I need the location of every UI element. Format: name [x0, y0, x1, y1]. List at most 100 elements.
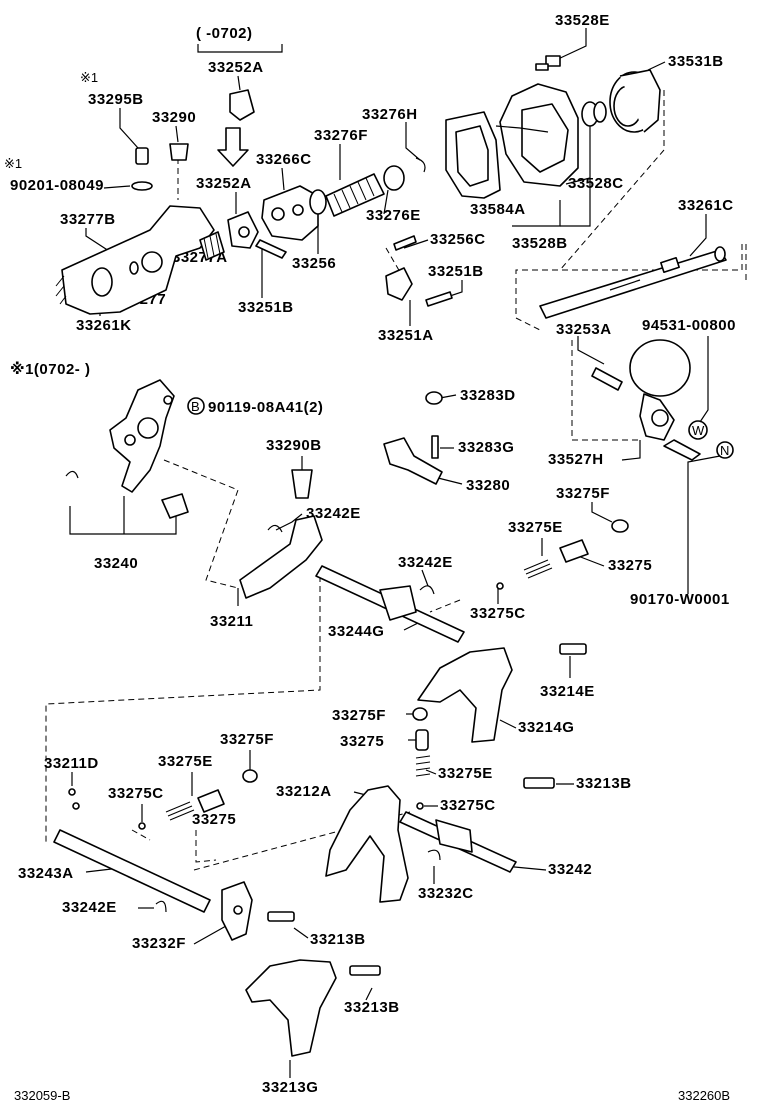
label-33253A: 33253A: [556, 321, 612, 338]
label-90119-08A41: 90119-08A41(2): [208, 399, 323, 416]
bolt-33213B-a: [523, 777, 555, 789]
label-33213B-c: 33213B: [344, 999, 400, 1016]
label-33276E: 33276E: [366, 207, 421, 224]
plug-33275F-a: [611, 519, 629, 533]
label-33290: 33290: [152, 109, 196, 126]
callout-b: B: [187, 397, 205, 415]
spring-33275E-c: [415, 755, 431, 777]
assembly-guides: [45, 90, 747, 871]
label-33213B-b: 33213B: [310, 931, 366, 948]
label-33212A: 33212A: [276, 783, 332, 800]
label-33283G: 33283G: [458, 439, 514, 456]
pin-33275-c: [197, 789, 225, 813]
label-33211D: 33211D: [44, 755, 99, 772]
pin-33275-b: [415, 729, 429, 751]
ball-33275C-a: [496, 582, 504, 590]
case-33261K: [55, 205, 215, 315]
label-90170-W0001: 90170-W0001: [630, 591, 730, 608]
label-33252A: 33252A: [196, 175, 252, 192]
label-33275E-c: 33275E: [438, 765, 493, 782]
plug-33275F-c: [242, 769, 258, 783]
label-33275C-c: 33275C: [440, 797, 496, 814]
label-33251A: 33251A: [378, 327, 434, 344]
label-33213G: 33213G: [262, 1079, 318, 1096]
spring-33275E-b: [165, 801, 195, 821]
callout-w: W: [688, 420, 708, 440]
note-mark-2: ※1: [4, 156, 22, 171]
plug-33290: [169, 143, 189, 161]
label-33256C: 33256C: [430, 231, 486, 248]
label-33256: 33256: [292, 255, 336, 272]
date-range-top: ( -0702): [196, 25, 253, 42]
label-33527H: 33527H: [548, 451, 604, 468]
lever-33280: [383, 437, 443, 485]
label-33276H: 33276H: [362, 106, 418, 123]
label-33277B: 33277B: [60, 211, 116, 228]
clip-33276H: [415, 157, 426, 173]
selector-33252A-top: [229, 89, 255, 121]
fork-33212A: [325, 785, 409, 903]
bearing-33531B: [609, 69, 661, 133]
label-33584A: 33584A: [470, 201, 526, 218]
label-33275C-b: 33275C: [108, 785, 164, 802]
pin-33283G: [431, 435, 439, 459]
label-33243A: 33243A: [18, 865, 74, 882]
label-33213B-a: 33213B: [576, 775, 632, 792]
pin-33256C: [393, 235, 417, 251]
label-33528B: 33528B: [512, 235, 568, 252]
label-33211: 33211: [210, 613, 253, 630]
bolt-33213B-c: [349, 965, 381, 976]
clip-33242E-b: [419, 585, 435, 595]
pin-33275-a: [559, 539, 589, 563]
label-33261C: 33261C: [678, 197, 734, 214]
fork-33213G: [245, 959, 337, 1057]
label-33275-b: 33275: [340, 733, 384, 750]
plug-33283D: [425, 391, 443, 405]
label-33275F-a: 33275F: [556, 485, 610, 502]
bolt-33528E: [535, 55, 561, 71]
label-90201-08049: 90201-08049: [10, 177, 104, 194]
lever-33251A: [385, 267, 413, 301]
clip-33232C: [427, 849, 441, 861]
ball-33211D: [68, 788, 80, 810]
label-33275-a: 33275: [608, 557, 652, 574]
label-33240: 33240: [94, 555, 138, 572]
clip-33242E-a: [267, 524, 283, 533]
spring-33277A: [199, 231, 225, 261]
bolt-33213B-b: [267, 911, 295, 922]
label-33528E: 33528E: [555, 12, 610, 29]
spring-33275E-a: [523, 559, 553, 579]
svg-text:W: W: [692, 423, 705, 438]
svg-text:N: N: [720, 443, 729, 458]
label-33275E-b: 33275E: [158, 753, 213, 770]
drawing-id-right: 332260B: [678, 1088, 730, 1103]
label-33275-c: 33275: [192, 811, 236, 828]
label-33275F-b: 33275F: [332, 707, 386, 724]
pin-33251B-b: [425, 291, 453, 307]
ring-33277B: [129, 261, 139, 275]
bracket-33232F: [221, 881, 253, 941]
label-33261K: 33261K: [76, 317, 132, 334]
date-range-bracket: [197, 44, 283, 53]
housing-33266C: [261, 185, 319, 241]
gasket-33584A: [445, 111, 501, 199]
label-33214E: 33214E: [540, 683, 595, 700]
label-33251B-a: 33251B: [238, 299, 294, 316]
ring-33276E: [383, 165, 405, 191]
label-33214G: 33214G: [518, 719, 574, 736]
label-33242E-c: 33242E: [62, 899, 117, 916]
label-33275C-a: 33275C: [470, 605, 526, 622]
seal-33256: [309, 189, 327, 215]
label-33283D: 33283D: [460, 387, 516, 404]
label-33232F: 33232F: [132, 935, 186, 952]
date-range-left: ※1(0702- ): [10, 360, 90, 378]
shaft-33243A: [53, 829, 211, 913]
label-33280: 33280: [466, 477, 510, 494]
clip-33242E-c: [155, 900, 167, 913]
label-33290B: 33290B: [266, 437, 322, 454]
ball-33275C-b: [138, 822, 146, 830]
bolt-33214E: [559, 643, 587, 655]
fork-33211: [239, 515, 323, 599]
label-33275E-a: 33275E: [508, 519, 563, 536]
label-33276F: 33276F: [314, 127, 368, 144]
